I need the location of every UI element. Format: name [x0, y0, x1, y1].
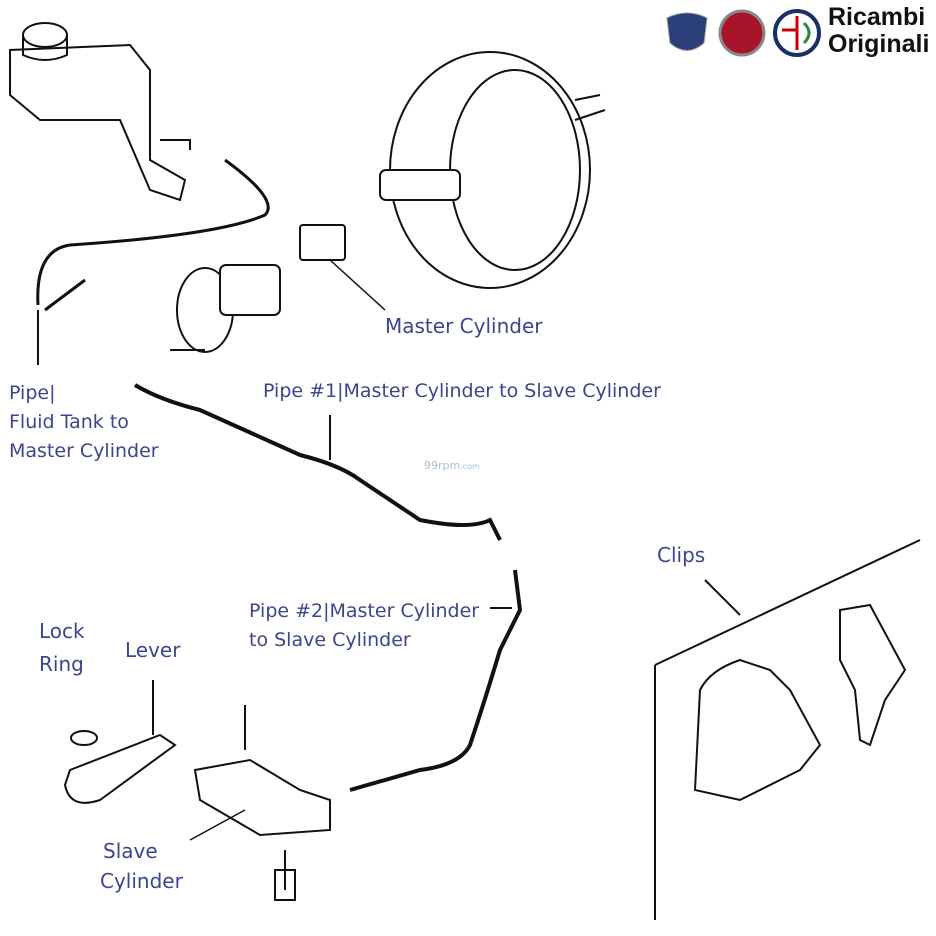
label-pipe-1: Pipe #1|Master Cylinder to Slave Cylinde… [263, 380, 661, 402]
slave-cylinder [189, 705, 331, 901]
watermark: 99rpm.com [424, 459, 480, 472]
fluid-pipe [36, 158, 270, 312]
label-pipe-2: Pipe #2|Master Cylinder to Slave Cylinde… [249, 597, 479, 655]
label-line: Slave [103, 839, 158, 863]
label-line: Pipe| [9, 382, 56, 404]
label-line: Fluid Tank to [9, 411, 129, 433]
label-lever: Lever [125, 638, 181, 662]
pipe-2 [349, 569, 523, 792]
watermark-suffix: .com [460, 462, 480, 471]
fiat-logo [718, 9, 766, 57]
label-clips: Clips [657, 543, 706, 567]
clips-panel [654, 539, 921, 920]
label-pipe-fluid: Pipe| Fluid Tank to Master Cylinder [9, 379, 159, 466]
label-lock-ring: Lock Ring [39, 615, 85, 681]
brake-booster [379, 51, 606, 289]
lancia-logo [666, 12, 708, 51]
watermark-main: 99rpm [424, 459, 461, 472]
label-line: Master Cylinder [9, 440, 159, 462]
brand-line-2: Originali [828, 30, 930, 58]
brand-text: Ricambi Originali [828, 4, 929, 58]
brand-line-1: Ricambi [828, 3, 926, 31]
label-line: Ring [39, 652, 84, 676]
label-line: to Slave Cylinder [249, 629, 411, 651]
pipe-1 [133, 383, 502, 541]
label-slave-cylinder: Slave Cylinder [100, 836, 183, 896]
label-master-cylinder: Master Cylinder [385, 314, 543, 338]
fluid-tank [9, 22, 191, 202]
label-line: Cylinder [100, 869, 183, 893]
master-cylinder [170, 224, 386, 353]
label-line: Pipe #2|Master Cylinder [249, 600, 480, 622]
brand-logos [666, 9, 821, 57]
label-line: Lock [39, 619, 85, 643]
lever [63, 680, 177, 804]
